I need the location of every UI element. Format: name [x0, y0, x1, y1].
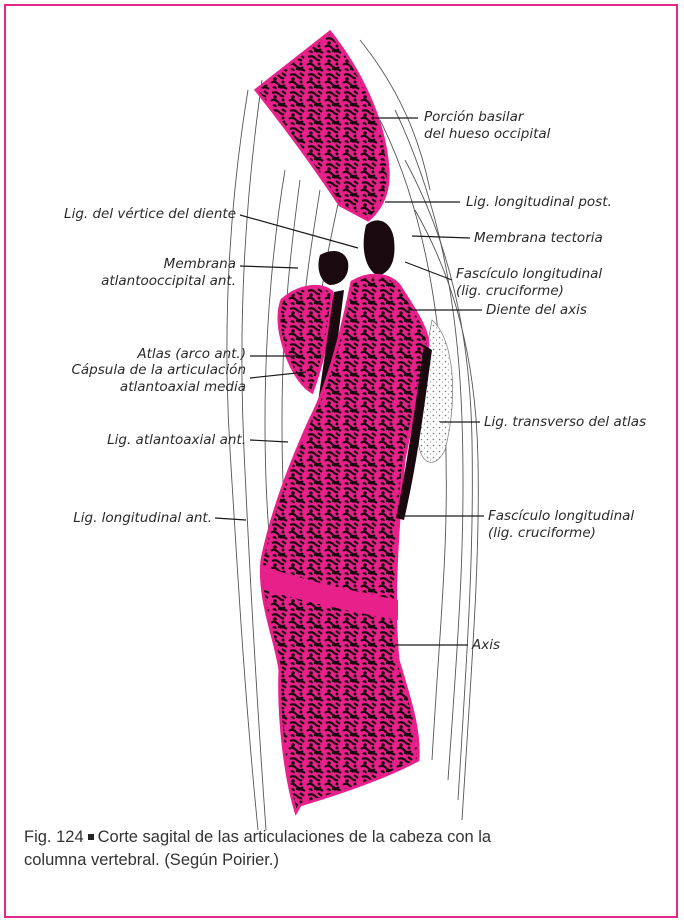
label-lig-longitudinal-post: Lig. longitudinal post. — [466, 194, 612, 211]
label-diente-axis: Diente del axis — [486, 302, 587, 319]
occipital-bone — [256, 32, 388, 220]
label-fasciculo-inf: Fascículo longitudinal (lig. cruciforme) — [488, 508, 634, 542]
label-axis: Axis — [472, 637, 500, 654]
label-fasciculo-inf-line1: Fascículo longitudinal — [488, 508, 634, 525]
caption-fig-number: Fig. 124 — [24, 828, 84, 846]
label-porcion-basilar-line1: Porción basilar — [424, 109, 550, 126]
figure-caption: Fig. 124 Corte sagital de las articulacio… — [24, 826, 664, 872]
caption-text-line1: Corte sagital de las articulaciones de l… — [98, 828, 491, 846]
label-capsula-line2: atlantoaxial media — [14, 379, 246, 396]
caption-bullet-icon — [88, 834, 94, 840]
apex-dark-region — [364, 220, 395, 276]
label-membrana-atlantooccipital: Membrana atlantooccipital ant. — [24, 256, 236, 290]
label-membrana-line1: Membrana — [24, 256, 236, 273]
label-capsula: Cápsula de la articulación atlantoaxial … — [14, 362, 246, 396]
label-porcion-basilar-line2: del hueso occipital — [424, 126, 550, 143]
label-fasciculo-sup-line2: (lig. cruciforme) — [456, 283, 602, 300]
synovial-dark-region — [318, 251, 348, 285]
label-capsula-line1: Cápsula de la articulación — [14, 362, 246, 379]
label-lig-longitudinal-ant: Lig. longitudinal ant. — [14, 510, 212, 527]
label-lig-transverso: Lig. transverso del atlas — [484, 414, 646, 431]
label-porcion-basilar: Porción basilar del hueso occipital — [424, 109, 550, 143]
label-lig-atlantoaxial: Lig. atlantoaxial ant. — [14, 432, 246, 449]
label-membrana-tectoria: Membrana tectoria — [474, 230, 603, 247]
label-fasciculo-sup: Fascículo longitudinal (lig. cruciforme) — [456, 266, 602, 300]
caption-text-line2: columna vertebral. (Según Poirier.) — [24, 851, 279, 869]
label-membrana-line2: atlantooccipital ant. — [24, 273, 236, 290]
label-fasciculo-inf-line2: (lig. cruciforme) — [488, 525, 634, 542]
label-atlas-arco: Atlas (arco ant.) — [24, 346, 246, 363]
label-lig-vertice-diente: Lig. del vértice del diente — [24, 206, 236, 223]
label-fasciculo-sup-line1: Fascículo longitudinal — [456, 266, 602, 283]
